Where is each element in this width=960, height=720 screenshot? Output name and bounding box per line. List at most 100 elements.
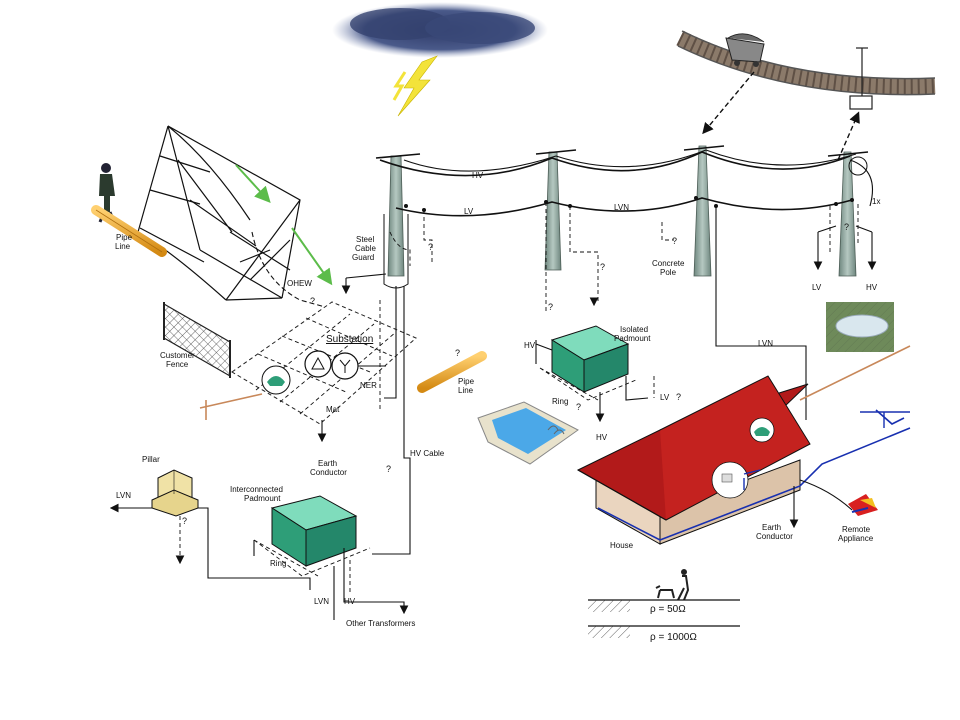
earth-conductor-house-label: Earth Conductor bbox=[756, 523, 793, 541]
cross-arms bbox=[375, 145, 869, 159]
blue-water-pipe bbox=[597, 409, 911, 541]
hv-cable-line bbox=[372, 286, 411, 555]
interconnected-padmount-label: Interconnected Padmount bbox=[230, 485, 285, 503]
earth-sub-line1: Earth bbox=[318, 459, 337, 468]
pillar-label: Pillar bbox=[142, 455, 160, 464]
lvn-left-label: LVN bbox=[116, 491, 131, 500]
rail-coupling-arrow bbox=[702, 71, 755, 135]
ohew-label: OHEW bbox=[287, 279, 312, 288]
isolated-padmount bbox=[550, 325, 630, 393]
remote-appliance-icon bbox=[848, 494, 878, 516]
ner-label: NER bbox=[360, 381, 377, 390]
isolated-ring bbox=[539, 367, 637, 401]
substation-label: Substation bbox=[326, 334, 373, 345]
hv-overhead-line bbox=[379, 151, 851, 177]
earth-house-line1: Earth bbox=[762, 523, 781, 532]
concrete-pole-3 bbox=[693, 145, 712, 277]
pipe-line-middle bbox=[417, 351, 487, 393]
signal-coupling-arrow bbox=[837, 111, 860, 161]
unknown-path-marker: ? bbox=[182, 516, 187, 526]
inter-pad-line2: Padmount bbox=[244, 494, 281, 503]
pipe-label-line1: Pipe bbox=[116, 233, 133, 242]
fault-current-arrow bbox=[291, 227, 333, 286]
appliance-line1: Remote bbox=[842, 525, 871, 534]
inter-pad-line1: Interconnected bbox=[230, 485, 283, 494]
unknown-path-marker: ? bbox=[548, 302, 553, 312]
mat-label: Mat bbox=[326, 405, 340, 414]
lightning-icon bbox=[392, 55, 438, 117]
appliance-line2: Appliance bbox=[838, 534, 874, 543]
rail-signal-post bbox=[849, 47, 873, 110]
transmission-tower-left bbox=[137, 125, 301, 301]
swimming-pool-icon bbox=[477, 401, 579, 465]
iso-pad-line2: Padmount bbox=[614, 334, 651, 343]
other-transformers-label: Other Transformers bbox=[346, 619, 415, 628]
hv-right-label: HV bbox=[866, 283, 878, 292]
pipe-mid-line2: Line bbox=[458, 386, 474, 395]
lv-overhead-line bbox=[395, 197, 853, 217]
lv-pad-label: LV bbox=[660, 393, 670, 402]
earth-conductor-sub-label: Earth Conductor bbox=[310, 459, 347, 477]
guard-line3: Guard bbox=[352, 253, 374, 262]
concrete-pole-2 bbox=[544, 151, 562, 271]
fault-current-arrow bbox=[235, 164, 271, 203]
pole1-dashed-drop bbox=[389, 231, 411, 266]
concrete-pole-4 bbox=[838, 151, 857, 277]
interconnected-ring bbox=[253, 539, 371, 577]
hv-overhead-line-2 bbox=[403, 149, 857, 172]
pillar-supply-line bbox=[198, 507, 311, 590]
lvn-bottom-label: LVN bbox=[314, 597, 329, 606]
lv-right-label: LV bbox=[812, 283, 822, 292]
pipe-label-line2: Line bbox=[115, 242, 131, 251]
unknown-path-marker: ? bbox=[386, 464, 391, 474]
pipe-mid-line1: Pipe bbox=[458, 377, 475, 386]
ring-mid-label: Ring bbox=[552, 397, 568, 406]
fence-label-line2: Fence bbox=[166, 360, 189, 369]
unknown-path-marker: ? bbox=[844, 222, 849, 232]
ohew-dashed-line bbox=[251, 231, 373, 321]
isolated-padmount-label: Isolated Padmount bbox=[614, 325, 651, 343]
customer-fence-label: Customer Fence bbox=[160, 351, 197, 369]
rail-cart-icon bbox=[725, 33, 765, 67]
house bbox=[576, 375, 811, 545]
earth-sub-line2: Conductor bbox=[310, 468, 347, 477]
customer-fence bbox=[163, 302, 231, 378]
house-label: House bbox=[610, 541, 634, 550]
railway-track bbox=[676, 30, 936, 96]
earth-house-line2: Conductor bbox=[756, 532, 793, 541]
fence-label-line1: Customer bbox=[160, 351, 195, 360]
pole-label-line1: Concrete bbox=[652, 259, 685, 268]
hv-cable-label: HV Cable bbox=[410, 449, 445, 458]
pipe-line-middle-label: Pipe Line bbox=[458, 377, 476, 395]
hv-line-label: HV bbox=[472, 171, 484, 180]
pillar-box bbox=[151, 469, 199, 517]
concrete-pole-label: Concrete Pole bbox=[652, 259, 687, 277]
rho-1000-label: ρ = 1000Ω bbox=[650, 632, 697, 643]
unknown-path-marker: ? bbox=[672, 236, 677, 246]
storm-cloud-icon bbox=[332, 2, 548, 58]
hv-below-pad-label: HV bbox=[596, 433, 608, 442]
lv-line-label: LV bbox=[464, 207, 474, 216]
unknown-path-marker: ? bbox=[576, 402, 581, 412]
rho-50-label: ρ = 50Ω bbox=[650, 604, 686, 615]
unknown-path-marker: ? bbox=[676, 392, 681, 402]
unknown-path-marker: ? bbox=[310, 296, 315, 306]
lvn-house-label: LVN bbox=[758, 339, 773, 348]
transformer-symbol-icon bbox=[304, 350, 386, 380]
lvn-service-line bbox=[715, 206, 807, 420]
hv-bottom-label: HV bbox=[344, 597, 356, 606]
pole-label-line2: Pole bbox=[660, 268, 677, 277]
unknown-path-marker: ? bbox=[455, 348, 460, 358]
orange-earth-wire-right bbox=[799, 345, 911, 401]
sub-earth-wire bbox=[199, 393, 263, 420]
interconnected-padmount bbox=[270, 495, 358, 567]
garden-pond-photo-icon bbox=[826, 302, 894, 352]
guard-line2: Cable bbox=[355, 244, 376, 253]
steel-cable-guard-label: Steel Cable Guard bbox=[352, 235, 378, 262]
unknown-path-marker: ? bbox=[600, 262, 605, 272]
one-x-label: 1x bbox=[872, 197, 880, 206]
iso-pad-line1: Isolated bbox=[620, 325, 648, 334]
remote-appliance-label: Remote Appliance bbox=[838, 525, 874, 543]
